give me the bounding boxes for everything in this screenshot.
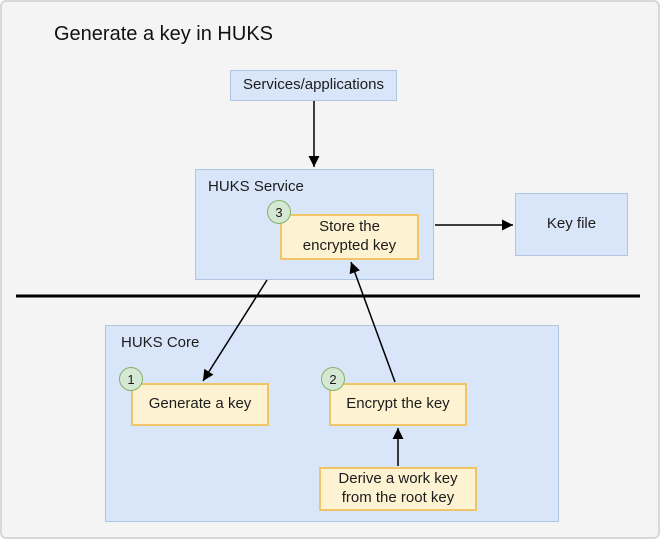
step-badge-1-number: 1 [127, 371, 135, 387]
node-derive-work-key: Derive a work key from the root key [319, 467, 477, 511]
node-encrypt-key-label: Encrypt the key [346, 395, 450, 413]
step-badge-1: 1 [119, 367, 143, 391]
step-badge-2-number: 2 [329, 371, 337, 387]
node-services-applications-label: Services/applications [243, 76, 384, 94]
node-store-encrypted-key-label: Store the encrypted key [302, 218, 397, 254]
node-key-file-label: Key file [546, 215, 597, 233]
node-huks-core-label: HUKS Core [121, 334, 200, 351]
step-badge-2: 2 [321, 367, 345, 391]
node-generate-key: Generate a key [131, 383, 269, 426]
node-encrypt-key: Encrypt the key [329, 383, 467, 426]
node-key-file: Key file [515, 193, 628, 256]
step-badge-3-number: 3 [275, 204, 283, 220]
node-store-encrypted-key: Store the encrypted key [280, 214, 419, 260]
step-badge-3: 3 [267, 200, 291, 224]
node-huks-service-label: HUKS Service [208, 178, 304, 195]
node-services-applications: Services/applications [230, 70, 397, 101]
diagram-title: Generate a key in HUKS [54, 23, 273, 45]
node-derive-work-key-label: Derive a work key from the root key [338, 470, 458, 506]
node-generate-key-label: Generate a key [148, 395, 252, 413]
